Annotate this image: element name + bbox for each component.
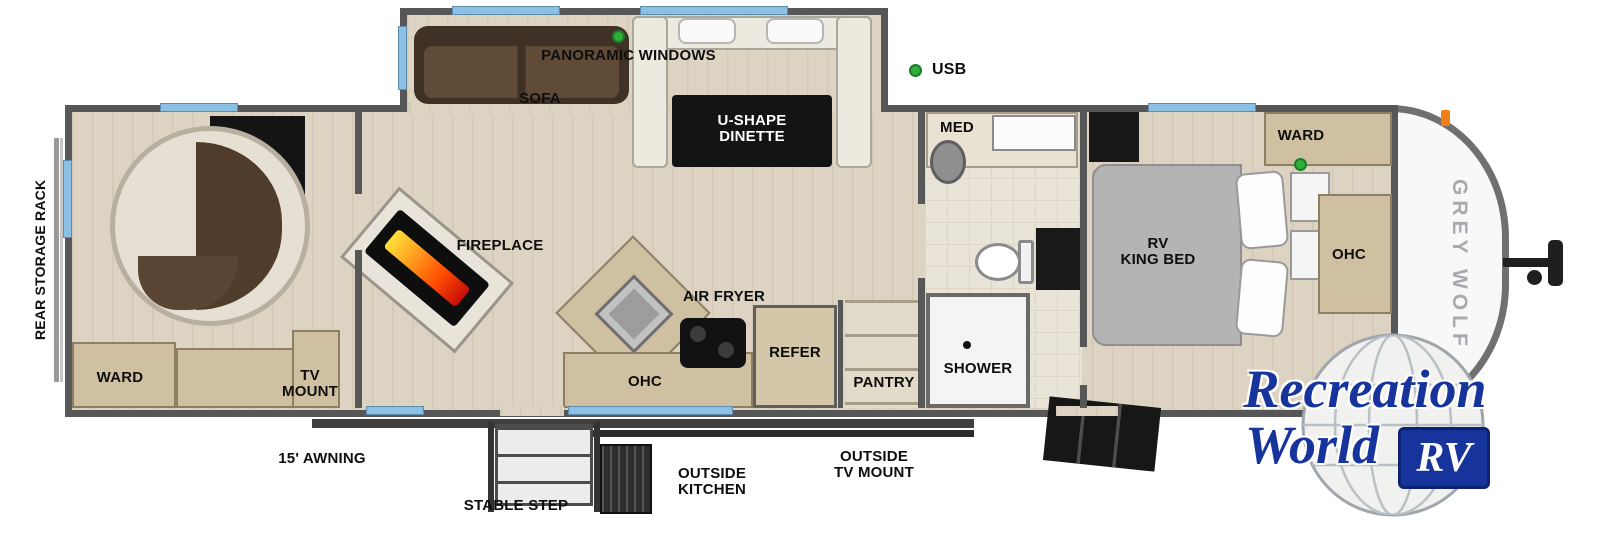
entry-steps-rail [488,422,494,512]
wall-rear-divider [355,250,362,408]
hitch-coupler [1548,240,1563,286]
shower-stall [926,293,1030,408]
bedroom-window [1148,103,1256,112]
toilet-bowl [975,243,1021,281]
bathroom-sink [930,140,966,184]
stove [680,318,746,368]
rear-storage-rack-rail [60,138,63,382]
rear-side-window [63,160,72,238]
usb-marker [909,64,922,77]
dinette-pillow-right [766,18,824,44]
logo-recreation: Recreation [1243,359,1487,419]
wall-bathroom-right [1080,385,1087,408]
wall-bathroom-left [918,278,925,408]
king-bed [1092,164,1242,346]
linen-cabinet [1036,228,1080,290]
king-bed-label: RV KING BED [1120,235,1196,268]
slideout-window-2 [640,6,788,15]
marker-orange [1441,110,1450,126]
brand-grey-wolf: GREY WOLF [1448,179,1471,351]
rear-wardrobe [72,342,176,408]
bedroom-nightstand [1089,112,1139,162]
sofa-seat [424,46,619,98]
panoramic-windows-label: PANORAMIC WINDOWS [541,47,716,64]
logo-world: World [1244,415,1380,475]
ohc-bedroom-label: OHC [1332,246,1366,263]
toilet-tank [1018,240,1034,284]
outside-kitchen-label: OUTSIDE KITCHEN [677,465,747,498]
entry-steps [495,424,593,506]
kitchen-window [568,406,733,415]
tv-mount-label: TV MOUNT [282,367,338,400]
pantry-label: PANTRY [853,374,915,391]
slideout-window-1 [452,6,560,15]
panoramic-windows-marker [612,30,625,43]
rear-top-window [160,103,238,112]
pantry-shelves [845,300,923,408]
shower-drain [963,341,971,349]
bedroom-ohc-cabinet [1318,194,1392,314]
dinette-bench-left [632,16,668,168]
refer-label: REFER [769,344,821,361]
rear-corner-cabinet [292,330,340,408]
bed-pillow [1234,258,1290,338]
dinette-table [672,95,832,167]
main-door-opening [500,406,564,416]
air-fryer-label: AIR FRYER [682,288,766,305]
stove-burner [690,326,706,342]
wall-rear-divider [355,112,362,194]
bedroom-wardrobe [1264,112,1392,166]
logo-rv-text: RV [1416,435,1472,481]
refrigerator [753,305,837,408]
entry-steps-rail [594,422,600,512]
fireplace-label: FIREPLACE [456,237,544,254]
awning-bar [312,419,974,428]
slideout-window-left [398,26,407,90]
hitch-jack-wheel [1527,270,1542,285]
outside-kitchen-griddle [600,444,652,514]
rear-bottom-window [366,406,424,415]
ward-rear-label: WARD [96,369,144,386]
outside-tv-mount-rail [574,430,974,437]
stove-burner [718,342,734,358]
bedroom-usb-marker [1294,158,1307,171]
rear-bench [176,348,300,408]
outside-tv-mount-label: OUTSIDE TV MOUNT [834,448,914,481]
bed-pillow [1234,170,1290,250]
dinette-pillow-left [678,18,736,44]
stable-step-label: STABLE STEP [463,497,569,514]
med-label: MED [940,119,974,136]
medicine-cabinet [992,115,1076,151]
shower-label: SHOWER [943,360,1013,377]
usb-label: USB [932,61,967,78]
logo-rv-badge: RV [1398,427,1490,489]
dinette-bench-top [632,16,872,50]
awning-label: 15' AWNING [278,450,366,467]
ohc-kitchen-label: OHC [628,373,662,390]
wall-bathroom-left [918,112,925,204]
wall-bathroom-right [1080,112,1087,347]
rear-storage-rack-label: REAR STORAGE RACK [32,179,48,341]
dinette-bench-right [836,16,872,168]
ward-bedroom-label: WARD [1277,127,1325,144]
wall-pantry [838,300,843,408]
bedroom-door-opening [1056,406,1118,416]
hitch-bar [1503,258,1557,267]
sofa-label: SOFA [519,90,561,107]
dinette-label: U-SHAPE DINETTE [717,112,787,145]
rear-storage-rack [54,138,59,382]
